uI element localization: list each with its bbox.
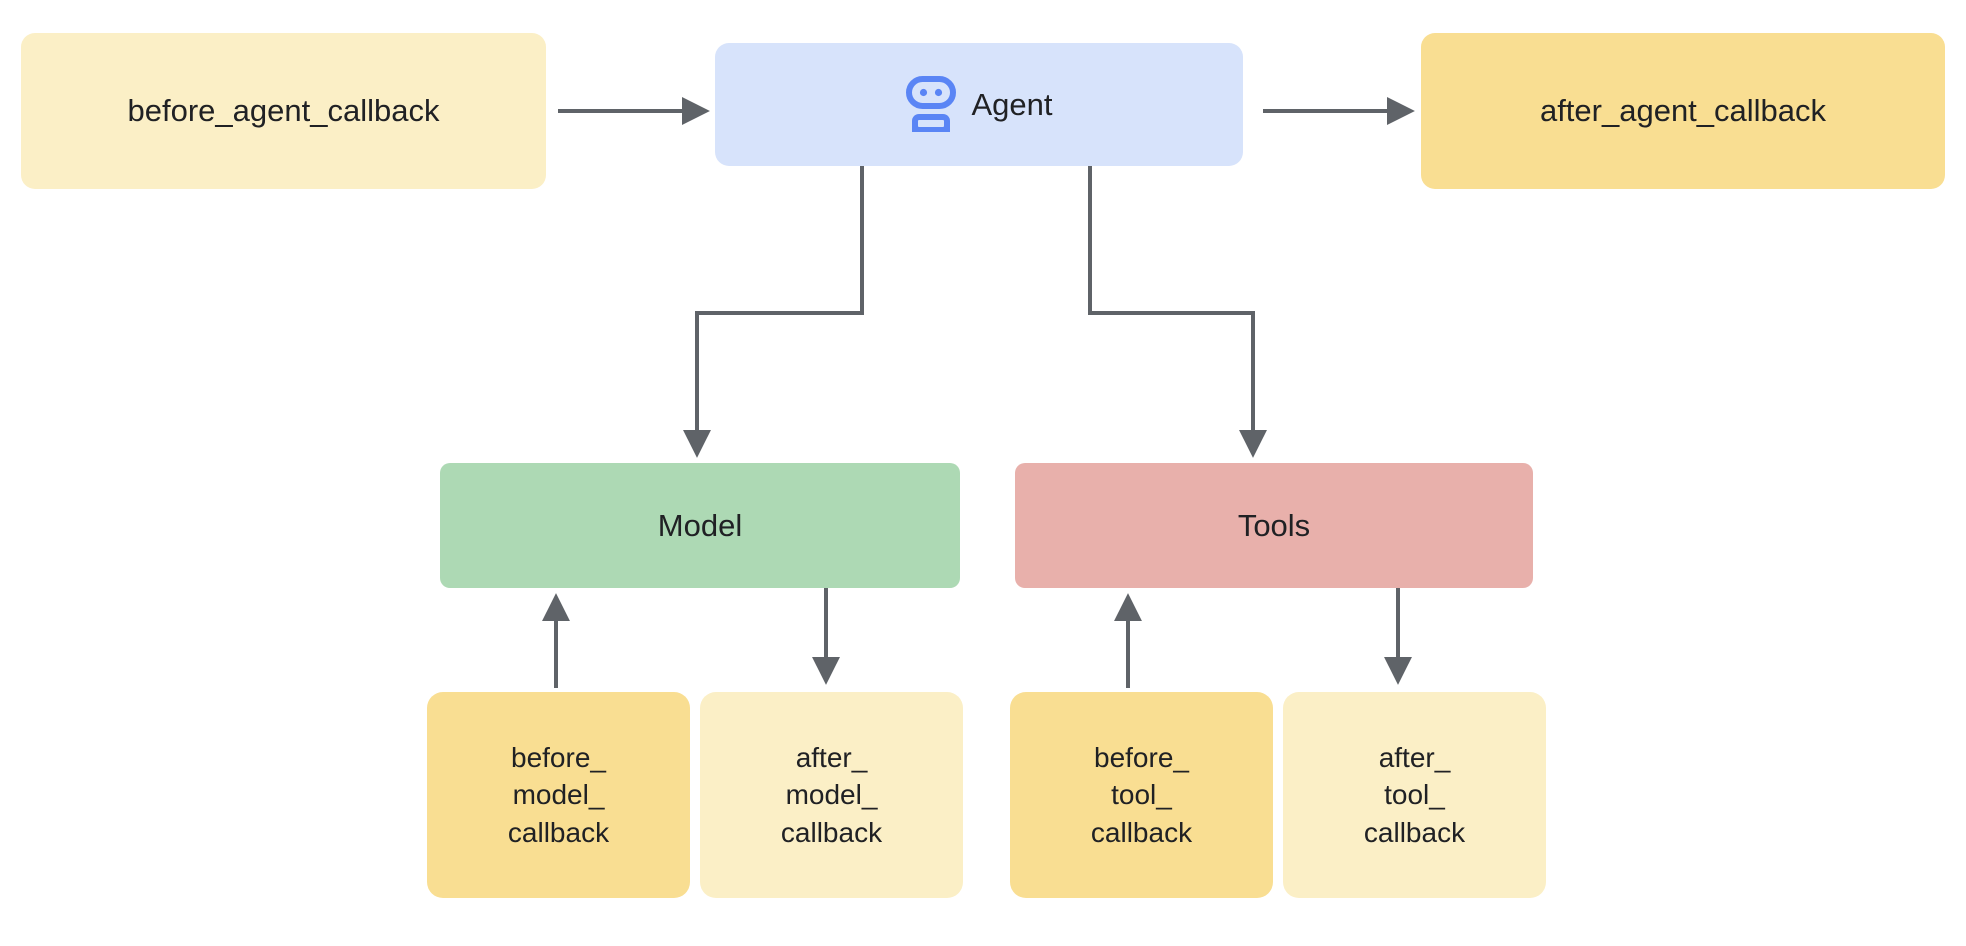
node-model[interactable]: Model xyxy=(440,463,960,588)
node-tools-label: Tools xyxy=(1237,507,1311,543)
node-before-tool-callback-label: before_ tool_ callback xyxy=(1090,741,1193,848)
node-before-model-callback[interactable]: before_ model_ callback xyxy=(427,692,690,898)
node-tools[interactable]: Tools xyxy=(1015,463,1533,588)
edge-agent-to-model xyxy=(683,166,864,458)
node-after-tool-callback-label: after_ tool_ callback xyxy=(1363,741,1466,848)
node-after-agent-callback-label: after_agent_callback xyxy=(1539,93,1827,129)
node-before-tool-callback[interactable]: before_ tool_ callback xyxy=(1010,692,1273,898)
edge-agent-to-tools xyxy=(1088,166,1267,458)
node-before-agent-callback-label: before_agent_callback xyxy=(127,93,440,129)
node-after-model-callback-label: after_ model_ callback xyxy=(780,741,883,848)
node-agent[interactable]: Agent xyxy=(715,43,1243,166)
node-after-model-callback[interactable]: after_ model_ callback xyxy=(700,692,963,898)
node-model-label: Model xyxy=(657,507,743,543)
node-before-model-callback-label: before_ model_ callback xyxy=(507,741,610,848)
robot-icon xyxy=(905,75,957,134)
node-agent-label: Agent xyxy=(971,86,1053,122)
node-after-tool-callback[interactable]: after_ tool_ callback xyxy=(1283,692,1546,898)
node-before-agent-callback[interactable]: before_agent_callback xyxy=(21,33,546,189)
node-after-agent-callback[interactable]: after_agent_callback xyxy=(1421,33,1945,189)
